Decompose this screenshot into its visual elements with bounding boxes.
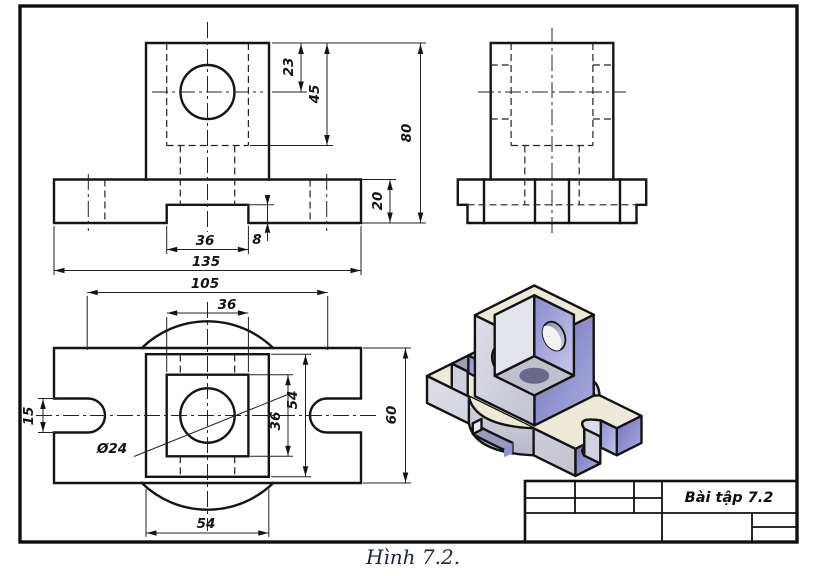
iso-cavity: [493, 294, 576, 397]
dim-label-dia24: Ø24: [96, 441, 127, 457]
title-block-label: Bài tập 7.2: [685, 490, 774, 506]
dim-label-36-notch: 36: [196, 233, 215, 249]
top-view: 105 36 15 60 54 36 54 Ø24: [21, 276, 411, 537]
dim-label-60: 60: [384, 406, 400, 425]
dim-label-105: 105: [191, 276, 219, 292]
dim-label-36-inner: 36: [268, 412, 284, 431]
dim-label-80: 80: [399, 124, 415, 143]
title-block: Bài tập 7.2: [523, 479, 799, 544]
isometric-view: [425, 284, 643, 478]
drawing-border: [18, 4, 799, 544]
front-view: 23 45 80 20 36 8 135: [52, 22, 426, 275]
dim-label-54-outer: 54: [285, 391, 301, 410]
dim-label-8: 8: [252, 232, 261, 248]
figure-caption: Hình 7.2.: [365, 545, 460, 569]
dim-label-36-top: 36: [218, 297, 237, 313]
dim-label-15: 15: [21, 407, 37, 426]
dim-label-23: 23: [281, 58, 297, 77]
dim-label-45: 45: [307, 85, 323, 105]
dim-label-135: 135: [192, 254, 220, 270]
side-view: [456, 28, 648, 236]
dim-label-20: 20: [370, 192, 386, 211]
dim-label-54-bottom: 54: [197, 516, 216, 532]
